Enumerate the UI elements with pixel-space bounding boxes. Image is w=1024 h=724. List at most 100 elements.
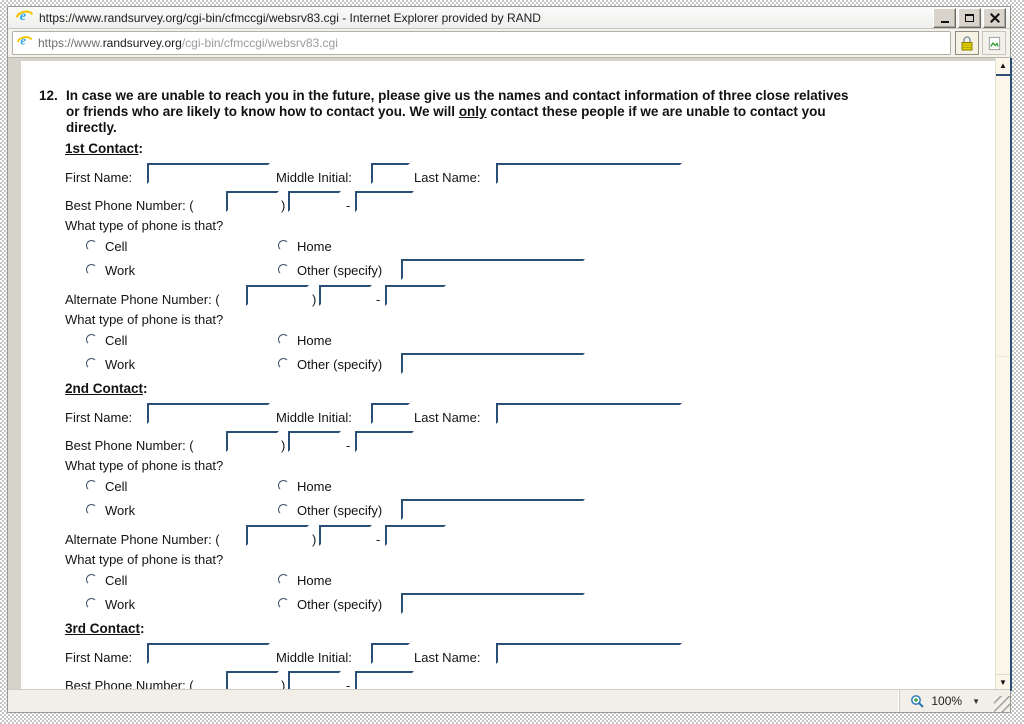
phone-type-question-alt: What type of phone is that? — [21, 550, 995, 568]
best-phone-prefix-input[interactable] — [288, 671, 341, 691]
radio-work[interactable] — [86, 264, 97, 275]
alt-phone-area-input[interactable] — [246, 285, 309, 306]
contact-heading-text: 3rd Contact — [65, 621, 141, 636]
close-paren-label: ) — [281, 198, 286, 213]
best-phone-prefix-input[interactable] — [288, 431, 341, 452]
alt-phone-type-options-row-1: Cell Home — [21, 328, 995, 352]
last-name-input[interactable] — [496, 403, 682, 424]
scrollbar-thumb[interactable] — [996, 76, 1010, 357]
middle-initial-input[interactable] — [371, 643, 410, 664]
best-phone-row: Best Phone Number: ( ) - — [21, 190, 995, 216]
radio-work[interactable] — [86, 504, 97, 515]
phone-type-options-row-1: Cell Home — [21, 234, 995, 258]
phone-type-options-row-2: Work Other (specify) — [21, 258, 995, 282]
first-name-input[interactable] — [147, 403, 270, 424]
first-name-label: First Name: — [65, 170, 133, 185]
underlined-word: only — [458, 104, 487, 119]
minimize-button[interactable] — [933, 7, 956, 28]
work-label: Work — [105, 503, 136, 518]
best-phone-area-input[interactable] — [226, 191, 279, 212]
best-phone-prefix-input[interactable] — [288, 191, 341, 212]
middle-initial-input[interactable] — [371, 403, 410, 424]
work-label: Work — [105, 597, 136, 612]
last-name-input[interactable] — [496, 163, 682, 184]
svg-text:e: e — [20, 8, 26, 24]
zoom-level: 100% — [931, 694, 963, 708]
alt-phone-line-input[interactable] — [385, 525, 446, 546]
best-phone-area-input[interactable] — [226, 671, 279, 691]
maximize-icon — [965, 13, 974, 22]
radio-cell-alt[interactable] — [86, 334, 97, 345]
other-specify-input-alt[interactable] — [401, 353, 585, 374]
radio-home[interactable] — [278, 240, 289, 251]
scroll-up-button[interactable]: ▲ — [996, 58, 1010, 76]
first-name-input[interactable] — [147, 163, 270, 184]
resize-grip[interactable] — [994, 696, 1010, 712]
radio-other[interactable] — [278, 504, 289, 515]
contact-heading: 2nd Contact: — [65, 381, 148, 396]
question-text: In case we are unable to reach you in th… — [66, 88, 848, 136]
radio-home-alt[interactable] — [278, 574, 289, 585]
name-row: First Name: Middle Initial: Last Name: — [21, 162, 995, 188]
alt-phone-type-options-row-1: Cell Home — [21, 568, 995, 592]
radio-cell[interactable] — [86, 240, 97, 251]
last-name-input[interactable] — [496, 643, 682, 664]
radio-cell-alt[interactable] — [86, 574, 97, 585]
other-specify-input[interactable] — [401, 499, 585, 520]
svg-text:e: e — [20, 34, 26, 48]
radio-home-alt[interactable] — [278, 334, 289, 345]
phone-type-options-row-1: Cell Home — [21, 474, 995, 498]
alt-phone-line-input[interactable] — [385, 285, 446, 306]
contact-heading: 1st Contact: — [65, 141, 144, 156]
other-specify-input-alt[interactable] — [401, 593, 585, 614]
radio-work-alt[interactable] — [86, 358, 97, 369]
best-phone-line-input[interactable] — [355, 191, 414, 212]
best-phone-line-input[interactable] — [355, 671, 414, 691]
radio-work-alt[interactable] — [86, 598, 97, 609]
question-line-1: In case we are unable to reach you in th… — [66, 88, 849, 103]
middle-initial-label: Middle Initial: — [276, 170, 352, 185]
alt-phone-area-input[interactable] — [246, 525, 309, 546]
phone-type-label: What type of phone is that? — [65, 458, 224, 473]
url-field[interactable]: e https://www.randsurvey.org/cgi-bin/cfm… — [12, 31, 951, 55]
zoom-dropdown-icon[interactable]: ▼ — [972, 696, 980, 706]
address-bar: e https://www.randsurvey.org/cgi-bin/cfm… — [8, 29, 1010, 58]
other-specify-input[interactable] — [401, 259, 585, 280]
status-bar: 100% ▼ — [8, 689, 1010, 712]
first-name-input[interactable] — [147, 643, 270, 664]
middle-initial-input[interactable] — [371, 163, 410, 184]
compatibility-view-button[interactable] — [982, 31, 1006, 55]
question-12: 12. In case we are unable to reach you i… — [21, 61, 995, 136]
dash-label: - — [376, 532, 381, 547]
radio-home[interactable] — [278, 480, 289, 491]
security-lock-button[interactable] — [955, 31, 979, 55]
other-label: Other (specify) — [297, 503, 383, 518]
alternate-phone-label: Alternate Phone Number: ( — [65, 292, 220, 307]
close-paren-label: ) — [312, 292, 317, 307]
close-button[interactable] — [983, 7, 1006, 28]
contact-section-1: 1st Contact: First Name: Middle Initial:… — [21, 140, 995, 376]
other-label: Other (specify) — [297, 357, 383, 372]
radio-cell[interactable] — [86, 480, 97, 491]
best-phone-line-input[interactable] — [355, 431, 414, 452]
radio-other-alt[interactable] — [278, 358, 289, 369]
magnifier-zoom-icon — [911, 694, 925, 708]
radio-other-alt[interactable] — [278, 598, 289, 609]
cell-label: Cell — [105, 573, 128, 588]
zoom-control[interactable]: 100% ▼ — [899, 690, 992, 712]
alt-phone-type-options-row-2: Work Other (specify) — [21, 592, 995, 616]
chevron-up-icon: ▲ — [999, 61, 1007, 70]
vertical-scrollbar[interactable]: ▲ ▼ — [995, 58, 1012, 691]
maximize-button[interactable] — [958, 7, 981, 28]
alt-phone-prefix-input[interactable] — [319, 525, 372, 546]
phone-type-label: What type of phone is that? — [65, 552, 224, 567]
last-name-label: Last Name: — [414, 410, 481, 425]
lock-icon — [961, 36, 973, 51]
alt-phone-prefix-input[interactable] — [319, 285, 372, 306]
phone-type-label: What type of phone is that? — [65, 218, 224, 233]
best-phone-area-input[interactable] — [226, 431, 279, 452]
cell-label: Cell — [105, 333, 128, 348]
scroll-down-button[interactable]: ▼ — [996, 674, 1010, 691]
page-content: 12. In case we are unable to reach you i… — [21, 61, 995, 691]
radio-other[interactable] — [278, 264, 289, 275]
